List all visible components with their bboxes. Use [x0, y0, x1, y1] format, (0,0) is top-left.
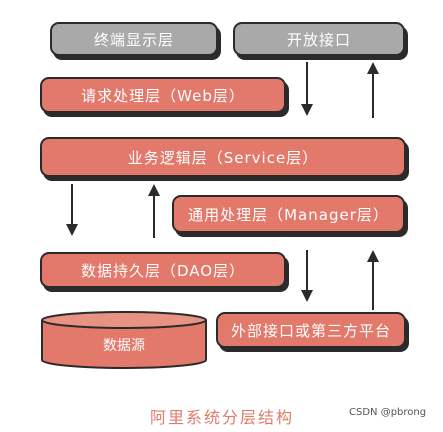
- datasource-cylinder: [41, 311, 207, 369]
- web-layer: 请求处理层（Web层）: [40, 77, 286, 113]
- dao-layer: 数据持久层（DAO层）: [40, 252, 286, 288]
- arrow-up-to-open-api: [367, 62, 379, 118]
- arrow-service-down: [66, 184, 78, 236]
- diagram-caption: 阿里系统分层结构: [150, 408, 295, 427]
- manager-layer-label: 通用处理层（Manager层）: [188, 205, 389, 224]
- open-api-box: 开放接口: [233, 22, 405, 56]
- datasource-label: 数据源: [103, 338, 145, 354]
- terminal-display-layer: 终端显示层: [50, 22, 218, 56]
- manager-layer: 通用处理层（Manager层）: [172, 195, 405, 233]
- terminal-display-label: 终端显示层: [93, 30, 174, 49]
- dao-layer-label: 数据持久层（DAO层）: [80, 261, 246, 280]
- source-credit: CSDN @pbrong: [349, 407, 427, 418]
- arrow-dao-down: [301, 250, 313, 302]
- service-layer-label: 业务逻辑层（Service层）: [127, 148, 319, 167]
- service-layer: 业务逻辑层（Service层）: [40, 137, 406, 177]
- arrow-external-up: [367, 250, 379, 310]
- external-platform-box: 外部接口或第三方平台: [216, 312, 406, 348]
- open-api-label: 开放接口: [286, 30, 351, 49]
- web-layer-label: 请求处理层（Web层）: [81, 86, 245, 105]
- arrow-web-to-open-api-down: [301, 62, 313, 116]
- arrow-service-up: [148, 184, 160, 238]
- external-platform-label: 外部接口或第三方平台: [230, 321, 391, 340]
